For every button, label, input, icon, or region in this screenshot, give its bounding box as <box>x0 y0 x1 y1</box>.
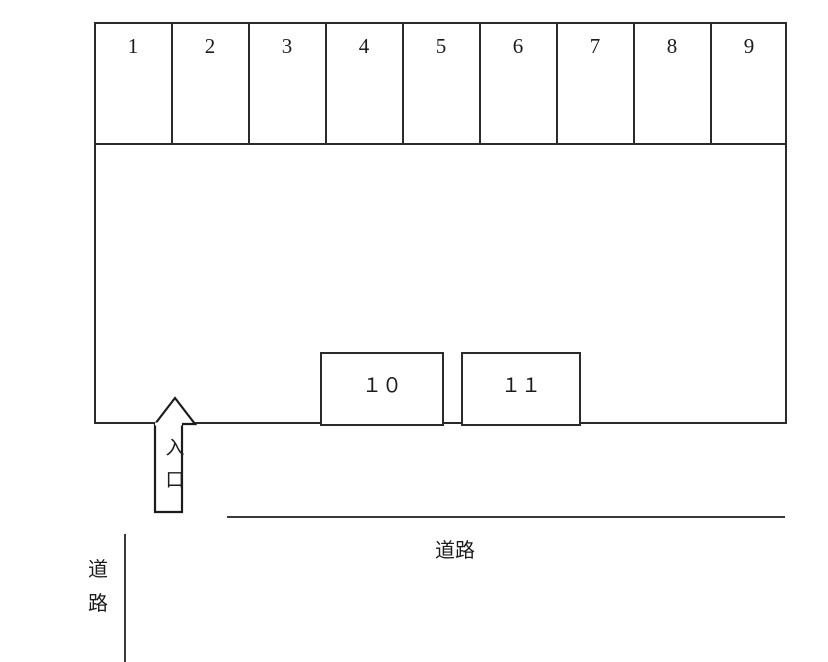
stall-divider-8 <box>710 22 712 144</box>
stall-label-2: 2 <box>204 34 216 58</box>
entrance-arrow <box>130 394 220 516</box>
road-line-south <box>227 516 785 518</box>
entrance-label-char-1: 入 <box>165 437 185 459</box>
stall-divider-5 <box>479 22 481 144</box>
stall-box-10: １０ <box>320 352 444 426</box>
stall-label-4: 4 <box>358 34 370 58</box>
stall-label-3: 3 <box>281 34 293 58</box>
road-line-west <box>124 534 126 662</box>
stall-row-divider <box>94 143 787 145</box>
stall-label-11: １１ <box>501 375 541 397</box>
road-label-south: 道路 <box>435 538 475 562</box>
entrance-label-char-2: 口 <box>165 469 185 491</box>
entrance-label: 入 口 <box>160 432 190 496</box>
stall-label-10: １０ <box>362 375 402 397</box>
up-arrow-icon <box>153 396 198 514</box>
stall-label-1: 1 <box>127 34 139 58</box>
stall-divider-7 <box>633 22 635 144</box>
stall-box-11: １１ <box>461 352 581 426</box>
stall-divider-4 <box>402 22 404 144</box>
stall-divider-2 <box>248 22 250 144</box>
stall-label-7: 7 <box>589 34 601 58</box>
road-label-west-char-1: 道 <box>88 557 108 581</box>
stall-divider-6 <box>556 22 558 144</box>
road-label-west-char-2: 路 <box>88 591 108 615</box>
road-label-west: 道 路 <box>83 552 113 620</box>
stall-label-6: 6 <box>512 34 524 58</box>
stall-label-5: 5 <box>435 34 447 58</box>
stall-label-8: 8 <box>666 34 678 58</box>
stall-divider-3 <box>325 22 327 144</box>
stall-label-9: 9 <box>743 34 755 58</box>
stall-divider-1 <box>171 22 173 144</box>
